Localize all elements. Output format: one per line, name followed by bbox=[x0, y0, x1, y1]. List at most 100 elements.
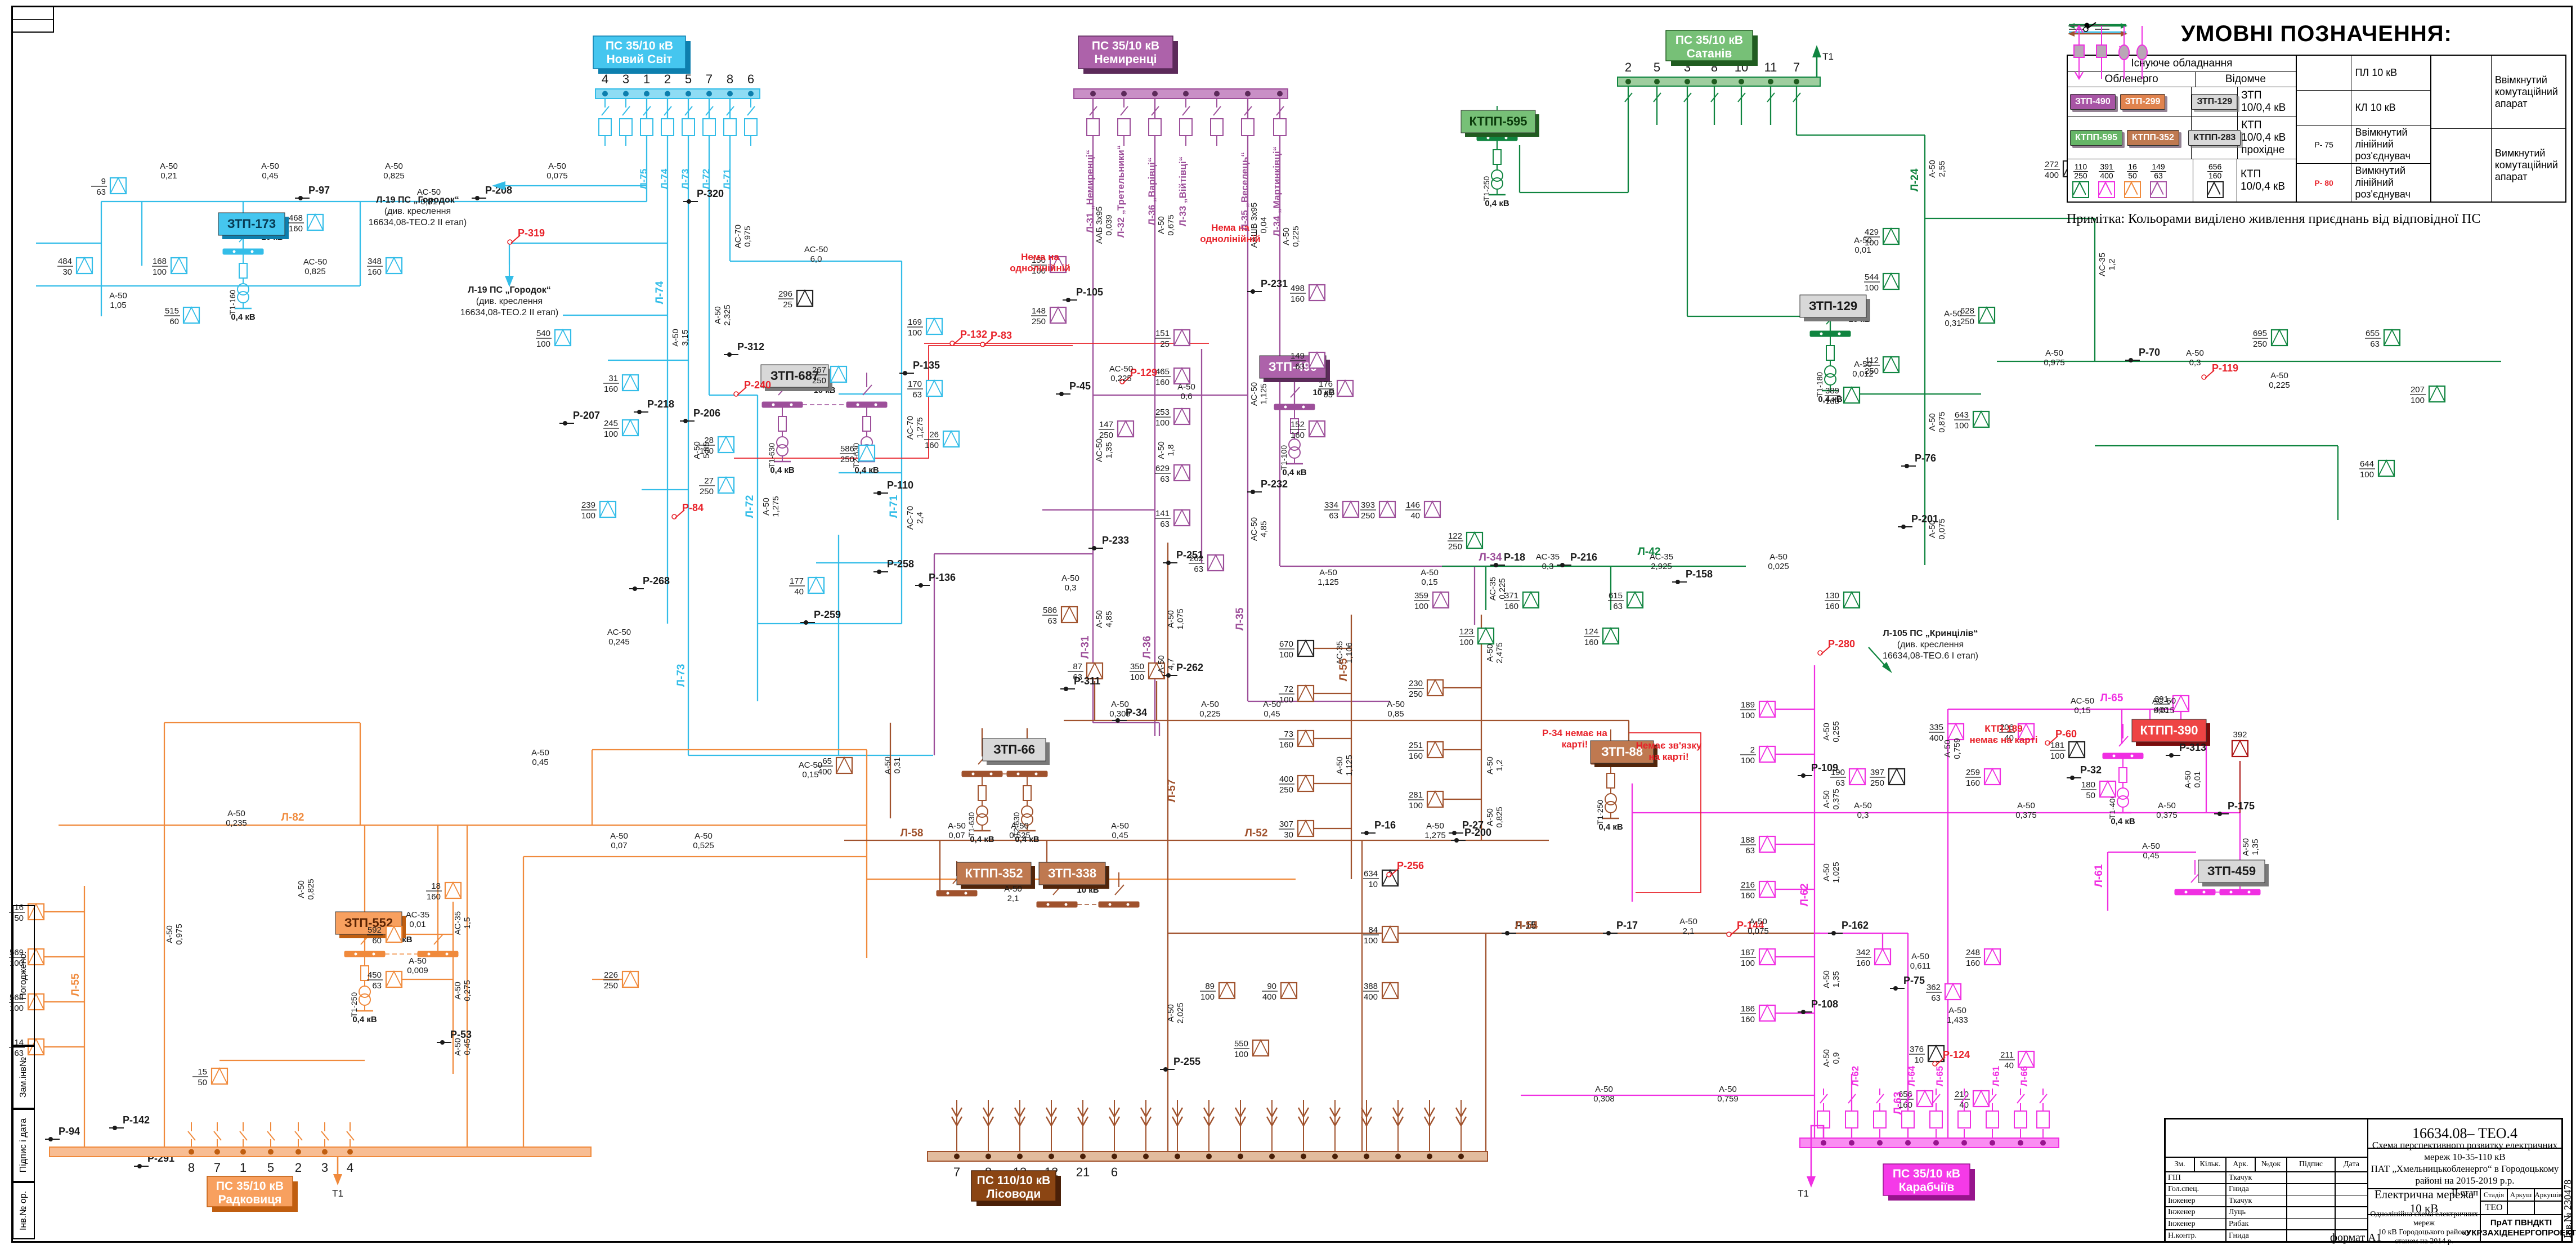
svg-text:122: 122 bbox=[1448, 531, 1462, 541]
svg-text:АС-70: АС-70 bbox=[906, 416, 915, 440]
svg-text:АС-35: АС-35 bbox=[1488, 577, 1498, 601]
ktp-392: 392 bbox=[2231, 730, 2249, 758]
svg-text:4: 4 bbox=[347, 1161, 353, 1175]
tp-box-ЗТП-687: ЗТП-687 bbox=[760, 364, 832, 391]
svg-text:189: 189 bbox=[1741, 700, 1755, 710]
svg-text:А-50: А-50 bbox=[1157, 441, 1166, 459]
svg-text:100: 100 bbox=[1279, 695, 1293, 705]
svg-text:Р-280: Р-280 bbox=[1828, 638, 1855, 650]
svg-text:0,04: 0,04 bbox=[1259, 217, 1269, 233]
svg-text:160: 160 bbox=[1504, 602, 1518, 611]
svg-text:272: 272 bbox=[2045, 160, 2059, 169]
legend-equipment-column: Існуюче обладнання Обленерго Відомче ЗТП… bbox=[2068, 56, 2297, 201]
tp-box-КТПП-352: КТПП-352 bbox=[956, 862, 1035, 889]
svg-text:123: 123 bbox=[1459, 627, 1473, 637]
svg-text:4,85: 4,85 bbox=[1104, 611, 1114, 627]
svg-text:1,075: 1,075 bbox=[1176, 608, 1185, 630]
svg-text:Л-52: Л-52 bbox=[1245, 827, 1268, 839]
svg-text:А-50: А-50 bbox=[1061, 574, 1079, 583]
svg-text:11: 11 bbox=[1764, 60, 1777, 74]
ktp-symbol-icon bbox=[2206, 181, 2224, 198]
staff-name: Рибак bbox=[2226, 1218, 2287, 1230]
svg-text:1,35: 1,35 bbox=[1831, 971, 1841, 987]
svg-text:0,9: 0,9 bbox=[1831, 1053, 1841, 1064]
title-scheme-name: Однолінійна схема електричних мереж 10 к… bbox=[2368, 1210, 2480, 1245]
svg-text:186: 186 bbox=[1741, 1004, 1755, 1014]
svg-text:Р-231: Р-231 bbox=[1261, 278, 1288, 289]
svg-text:100: 100 bbox=[1459, 638, 1473, 647]
svg-text:100: 100 bbox=[2050, 751, 2064, 761]
svg-text:Л-24: Л-24 bbox=[1909, 168, 1921, 191]
svg-text:Т1-160: Т1-160 bbox=[228, 290, 237, 315]
svg-text:карті!: карті! bbox=[1562, 739, 1588, 750]
svg-text:63: 63 bbox=[1047, 616, 1057, 626]
svg-text:0,07: 0,07 bbox=[948, 831, 965, 840]
svg-text:392: 392 bbox=[2233, 730, 2247, 740]
svg-text:359: 359 bbox=[1414, 591, 1428, 601]
svg-text:30: 30 bbox=[1284, 830, 1293, 840]
svg-text:Р-76: Р-76 bbox=[1915, 453, 1936, 464]
disconnector-Р-136: Р-136 bbox=[915, 572, 956, 588]
svg-text:2: 2 bbox=[1750, 745, 1755, 755]
svg-text:Л-73: Л-73 bbox=[675, 664, 687, 687]
svg-text:ЗТП-687: ЗТП-687 bbox=[770, 369, 819, 383]
svg-text:100: 100 bbox=[604, 429, 618, 439]
svg-text:50: 50 bbox=[198, 1078, 207, 1087]
svg-text:Р-27: Р-27 bbox=[1462, 819, 1484, 831]
svg-text:А-50: А-50 bbox=[1943, 740, 1952, 758]
disconnector-Р-233: Р-233 bbox=[1088, 535, 1129, 550]
svg-text:429: 429 bbox=[1865, 227, 1879, 237]
svg-text:350: 350 bbox=[1130, 662, 1144, 671]
svg-text:5: 5 bbox=[685, 72, 692, 86]
svg-text:Р-97: Р-97 bbox=[308, 185, 330, 196]
svg-text:100: 100 bbox=[1200, 992, 1215, 1002]
svg-text:А-50: А-50 bbox=[1749, 917, 1767, 926]
svg-text:Л-32 „Третельники“: Л-32 „Третельники“ bbox=[1115, 145, 1126, 238]
svg-text:670: 670 bbox=[1279, 639, 1293, 649]
svg-text:0,6: 0,6 bbox=[1181, 392, 1193, 401]
svg-text:АС-50: АС-50 bbox=[607, 628, 631, 637]
legend-tag-КТПП-352: КТПП-352 bbox=[2126, 130, 2179, 146]
svg-text:Р-216: Р-216 bbox=[1570, 552, 1597, 563]
svg-text:27: 27 bbox=[704, 476, 714, 486]
svg-text:Л-62: Л-62 bbox=[1850, 1066, 1861, 1087]
svg-text:643: 643 bbox=[1955, 410, 1969, 420]
svg-text:100: 100 bbox=[1955, 421, 1969, 431]
svg-text:112: 112 bbox=[1865, 356, 1879, 365]
svg-text:371: 371 bbox=[1504, 591, 1518, 601]
svg-text:ПС 35/10 кВ: ПС 35/10 кВ bbox=[606, 39, 673, 52]
svg-text:1,2: 1,2 bbox=[1495, 760, 1504, 772]
svg-text:0,85: 0,85 bbox=[1387, 709, 1404, 719]
svg-text:А-50: А-50 bbox=[2158, 801, 2176, 810]
svg-text:100: 100 bbox=[536, 339, 550, 349]
disconnector-Р-268: Р-268 bbox=[629, 575, 670, 591]
svg-text:А-50: А-50 bbox=[1095, 610, 1104, 628]
tp-box-КТПП-595: КТПП-595 bbox=[1461, 110, 1539, 137]
svg-text:Р-34 немає на: Р-34 немає на bbox=[1542, 728, 1607, 738]
disconnector-Р-108: Р-108 bbox=[1798, 998, 1838, 1014]
svg-text:65: 65 bbox=[822, 756, 832, 766]
svg-text:160: 160 bbox=[1584, 638, 1598, 647]
svg-text:Т1-630: Т1-630 bbox=[967, 812, 976, 838]
